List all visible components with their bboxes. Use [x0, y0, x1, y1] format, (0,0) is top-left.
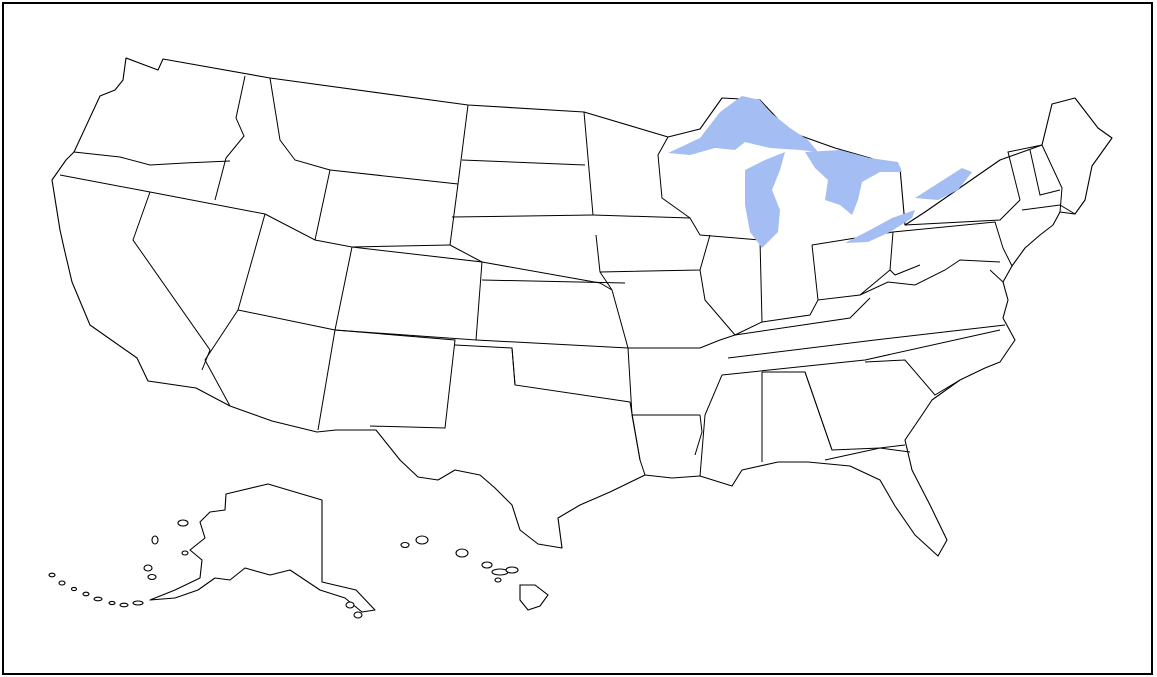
- lake-superior: [668, 96, 818, 155]
- lake-ontario: [915, 168, 972, 200]
- alaska-outline: [149, 483, 376, 613]
- great-lakes: [668, 96, 972, 248]
- contiguous-us-outline: [51, 57, 1113, 557]
- state-borders: [59, 75, 1076, 477]
- lake-erie: [845, 210, 915, 243]
- lake-huron: [805, 150, 902, 215]
- aleutian-islands: [48, 519, 363, 619]
- hawaii-islands: [400, 535, 549, 611]
- lake-michigan: [745, 152, 785, 248]
